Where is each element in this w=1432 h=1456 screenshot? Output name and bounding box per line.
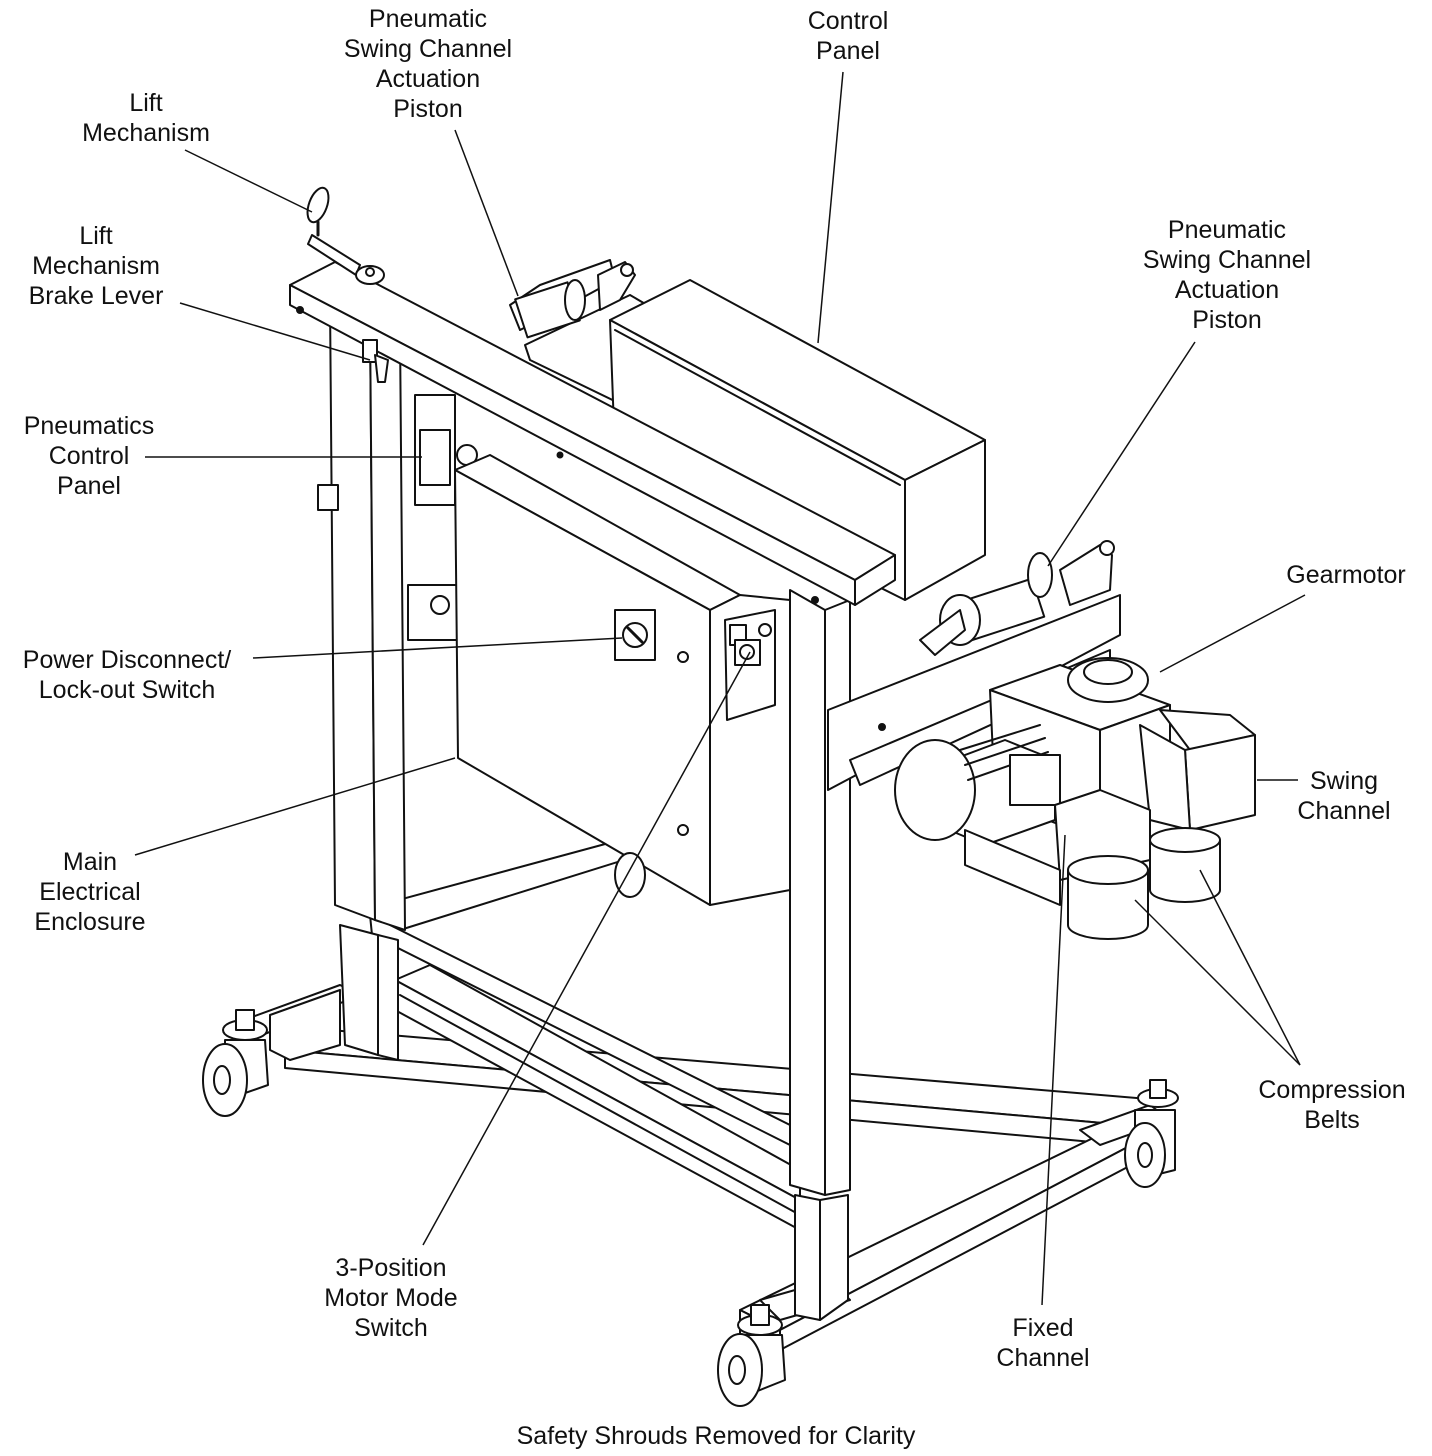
rear-side-parts: [317, 484, 646, 898]
caster-front-right: [717, 1304, 786, 1407]
leader-lift-mechanism: [184, 149, 313, 213]
gearmotor-assembly: [894, 657, 1171, 846]
compression-belt-pulleys: [964, 827, 1221, 940]
top-beam: [289, 261, 896, 606]
label-gearmotor: Gearmotor: [1286, 561, 1406, 589]
label-power-disconnect: Power Disconnect/Lock-out Switch: [22, 646, 232, 704]
leader-main-enclosure: [134, 757, 456, 856]
machine-illustration: [134, 71, 1306, 1407]
leader-compression-belts-a: [1134, 899, 1301, 1066]
left-piston: [509, 259, 636, 339]
power-disconnect-knob: [614, 609, 656, 661]
right-piston: [919, 540, 1115, 656]
leader-compression-belts-b: [1199, 869, 1301, 1066]
crank-handle: [306, 186, 385, 285]
leader-swing-piston-left: [454, 129, 519, 297]
leader-fixed-channel: [1041, 834, 1066, 1306]
figure-caption: Safety Shrouds Removed for Clarity: [516, 1422, 916, 1450]
caster-rear-right: [1124, 1079, 1179, 1188]
right-upright: [789, 589, 851, 1321]
leader-motor-mode-switch: [422, 651, 751, 1246]
leader-swing-piston-right: [1047, 341, 1196, 567]
swing-channel-box: [1139, 709, 1256, 831]
motor-mode-switch-body: [734, 639, 761, 666]
leader-power-disconnect: [252, 637, 623, 659]
leader-gearmotor: [1159, 594, 1306, 673]
leader-control-panel: [817, 71, 844, 344]
brake-lever: [362, 339, 389, 383]
leader-brake-lever: [179, 302, 371, 361]
pneumatics-panel: [407, 394, 478, 641]
left-upright: [329, 299, 406, 1061]
caster-front-left: [202, 1009, 269, 1117]
